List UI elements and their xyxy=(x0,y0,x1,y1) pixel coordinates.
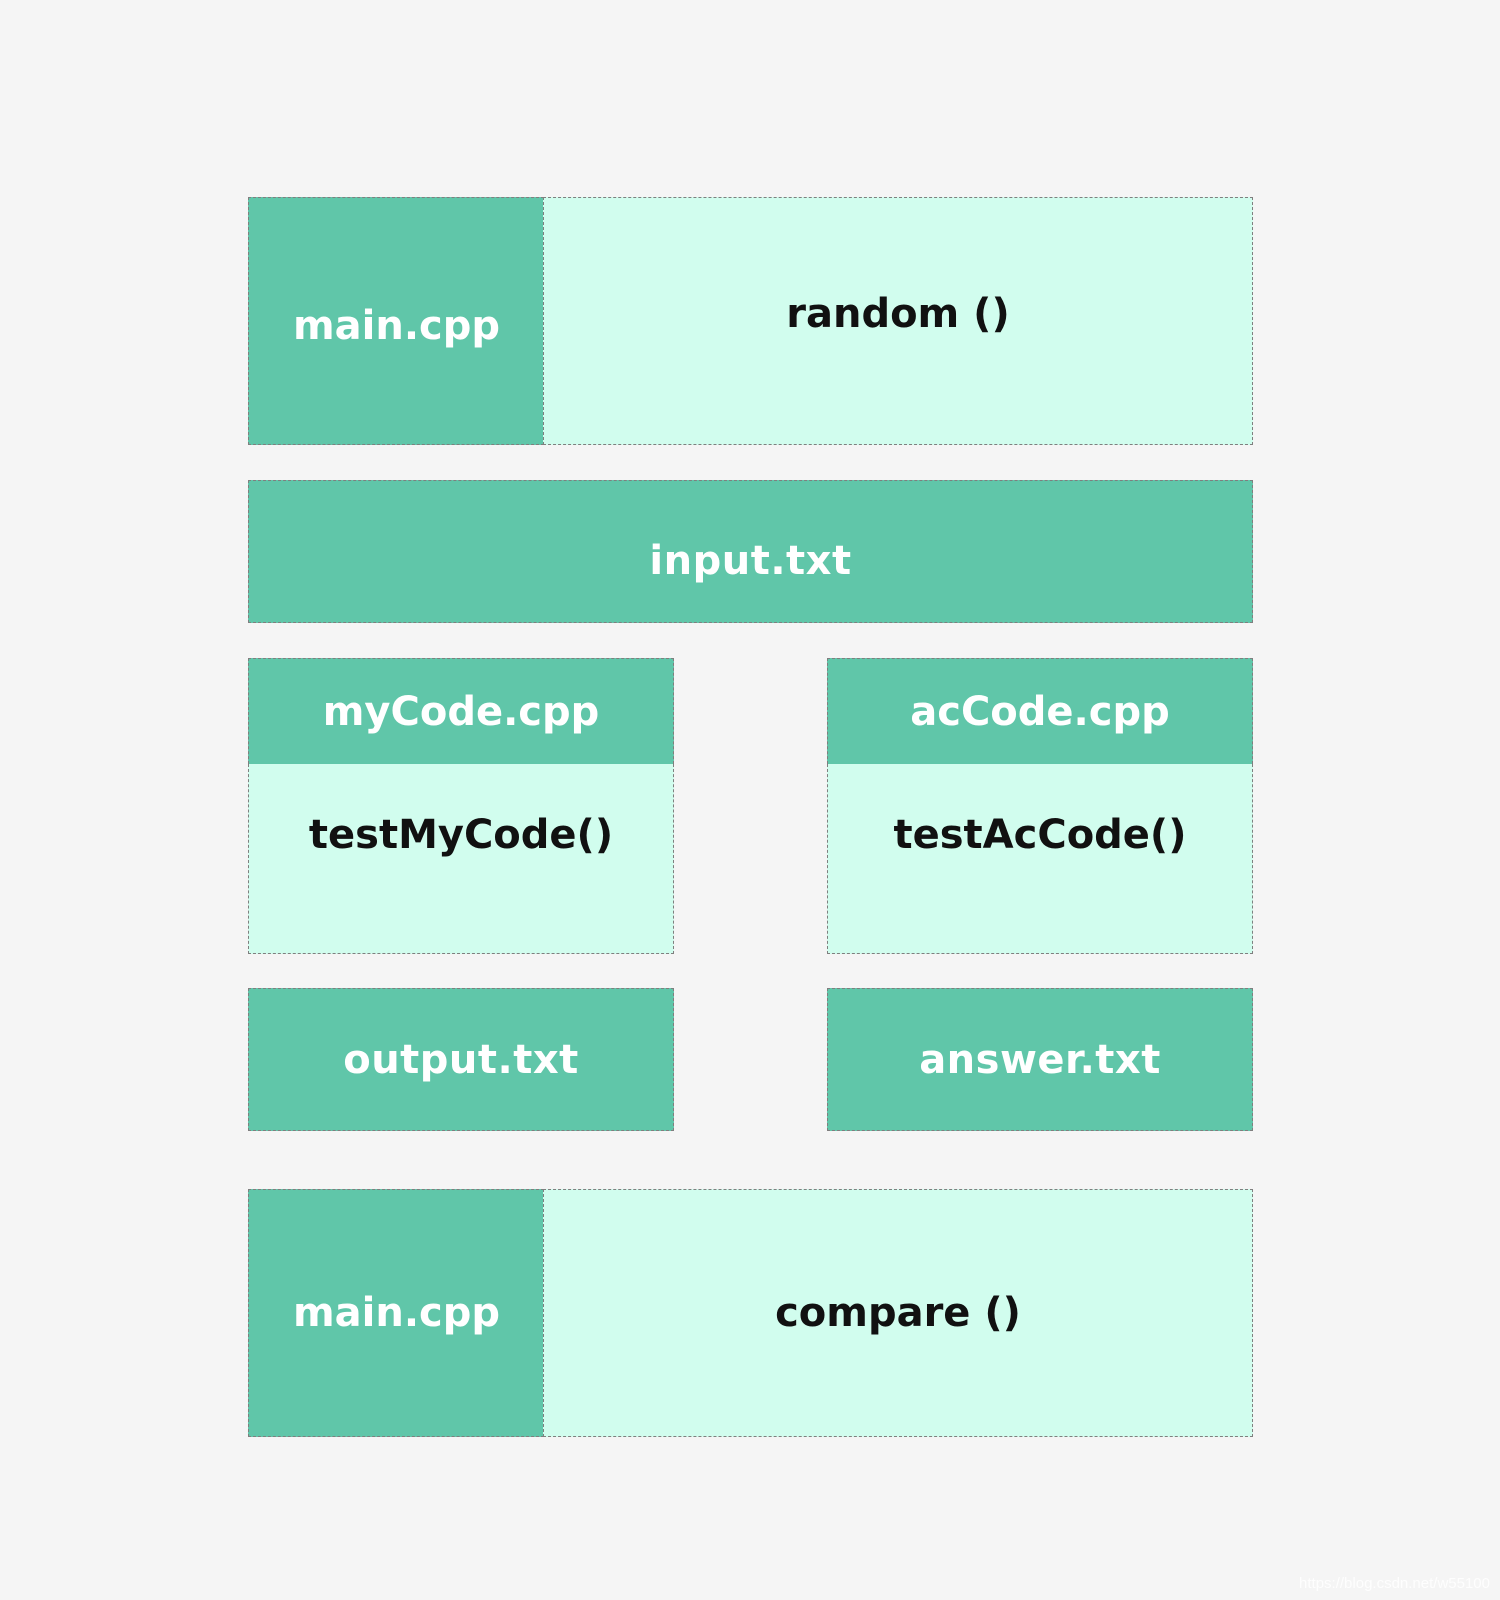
test-mycode-label: testMyCode() xyxy=(308,811,614,858)
test-accode-box: testAcCode() xyxy=(827,764,1253,954)
input-txt-label: input.txt xyxy=(649,537,852,584)
compare-function-box: compare () xyxy=(543,1189,1253,1437)
mycode-cpp-label: myCode.cpp xyxy=(322,688,600,735)
main-cpp-bottom-label-box: main.cpp xyxy=(248,1189,544,1437)
main-cpp-top-label-box: main.cpp xyxy=(248,197,544,445)
test-mycode-box: testMyCode() xyxy=(248,764,674,954)
accode-cpp-label: acCode.cpp xyxy=(910,688,1170,735)
main-cpp-bottom-label: main.cpp xyxy=(292,1290,501,1336)
random-function-label: random () xyxy=(786,291,1010,337)
accode-cpp-header: acCode.cpp xyxy=(827,658,1253,764)
answer-txt-label: answer.txt xyxy=(919,1036,1161,1083)
main-cpp-top-label: main.cpp xyxy=(292,303,501,349)
answer-txt-box: answer.txt xyxy=(827,988,1253,1131)
test-accode-label: testAcCode() xyxy=(893,811,1187,858)
output-txt-box: output.txt xyxy=(248,988,674,1131)
mycode-cpp-header: myCode.cpp xyxy=(248,658,674,764)
input-txt-box: input.txt xyxy=(248,480,1253,623)
random-function-box: random () xyxy=(543,197,1253,445)
output-txt-label: output.txt xyxy=(343,1036,579,1083)
compare-function-label: compare () xyxy=(775,1290,1021,1336)
watermark-text: https://blog.csdn.net/w55100 xyxy=(1299,1575,1490,1592)
